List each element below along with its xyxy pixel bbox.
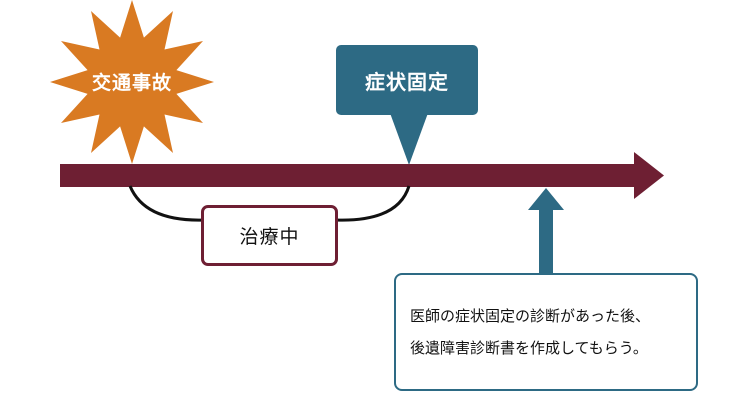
note-line-2: 後遺障害診断書を作成してもらう。 (410, 339, 648, 357)
timeline-arrow (60, 152, 664, 199)
accident-burst-icon (50, 0, 214, 164)
accident-label: 交通事故 (91, 71, 172, 94)
symptom-fixed-callout (336, 45, 478, 165)
note-pointer-arrow (528, 188, 564, 273)
note-arrow-shaft (539, 204, 553, 273)
symptom-fixed-pointer (390, 113, 428, 165)
note-arrow-head (528, 188, 564, 210)
symptom-fixed-box (336, 45, 478, 115)
timeline-arrowhead (634, 152, 664, 199)
treatment-label: 治療中 (239, 226, 300, 248)
treatment-box: 治療中 (201, 205, 338, 266)
treatment-curve (128, 185, 411, 222)
note-box: 医師の症状固定の診断があった後、 後遺障害診断書を作成してもらう。 (394, 273, 698, 391)
note-line-1: 医師の症状固定の診断があった後、 (410, 307, 651, 325)
timeline-bar (60, 164, 640, 187)
symptom-fixed-label: 症状固定 (365, 69, 449, 94)
